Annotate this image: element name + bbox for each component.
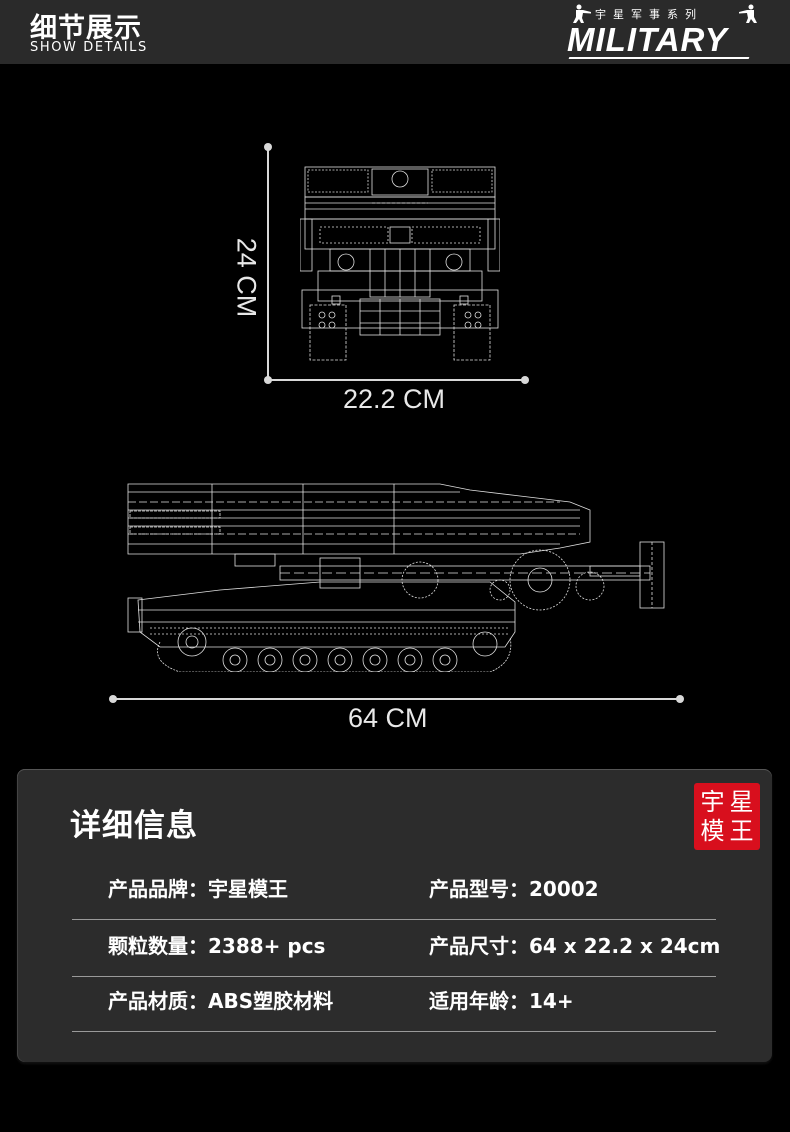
dimension-endpoint [109,695,117,703]
section-title: 细节展示 [30,13,142,44]
military-series-logo: 宇星军事系列 MILITARY [565,4,765,62]
spec-value: 20002 [529,877,599,901]
panel-title: 详细信息 [70,808,198,844]
dimension-endpoint [264,143,272,151]
badge-char: 王 [729,816,754,845]
spec-label: 产品型号： [429,877,529,901]
spec-row: 产品品牌：宇星模王 产品型号：20002 [72,863,716,920]
brand-wordmark: MILITARY [567,21,728,58]
spec-value: 14+ [529,989,574,1013]
badge-char: 星 [729,788,754,816]
spec-brand: 产品品牌：宇星模王 [108,863,288,915]
length-dimension-line [114,698,680,700]
height-dimension-line [267,147,269,380]
spec-value: ABS塑胶材料 [208,989,334,1013]
spec-label: 产品尺寸： [429,934,529,958]
header-bar: 细节展示 SHOW DETAILS 宇星军事系列 MILITARY [0,0,790,64]
spec-value: 宇星模王 [208,877,288,901]
spec-model: 产品型号：20002 [429,863,599,915]
section-subtitle: SHOW DETAILS [30,40,148,55]
spec-label: 适用年龄： [429,989,529,1013]
badge-char: 宇 [700,788,725,816]
soldier-silhouette-icon [573,4,591,23]
brand-badge: 宇 星 模 王 [694,783,760,850]
spec-row: 颗粒数量：2388+ pcs 产品尺寸：64 x 22.2 x 24cm [72,920,720,977]
spec-age: 适用年龄：14+ [429,975,574,1027]
spec-material: 产品材质：ABS塑胶材料 [108,975,333,1027]
dimension-endpoint [521,376,529,384]
spec-label: 颗粒数量： [108,934,208,958]
front-view-drawing [300,166,500,361]
details-panel: 详细信息 宇 星 模 王 产品品牌：宇星模王 产品型号：20002 颗粒数量：2… [17,769,772,1062]
width-dimension-line [268,379,526,381]
soldier-silhouette-icon [739,4,757,23]
spec-label: 产品品牌： [108,877,208,901]
spec-piece-count: 颗粒数量：2388+ pcs [108,920,325,972]
spec-label: 产品材质： [108,989,208,1013]
spec-row: 产品材质：ABS塑胶材料 适用年龄：14+ [72,975,716,1032]
wordmark-underline [568,57,750,59]
spec-dimensions: 产品尺寸：64 x 22.2 x 24cm [429,920,720,972]
width-label: 22.2 CM [343,384,446,414]
height-label: 24 CM [231,237,262,318]
dimension-endpoint [676,695,684,703]
length-label: 64 CM [348,703,428,733]
side-view-drawing [127,483,665,672]
spec-value: 64 x 22.2 x 24cm [529,934,721,958]
spec-value: 2388+ pcs [208,934,326,958]
badge-char: 模 [700,816,725,845]
series-name: 宇星军事系列 [595,8,703,21]
